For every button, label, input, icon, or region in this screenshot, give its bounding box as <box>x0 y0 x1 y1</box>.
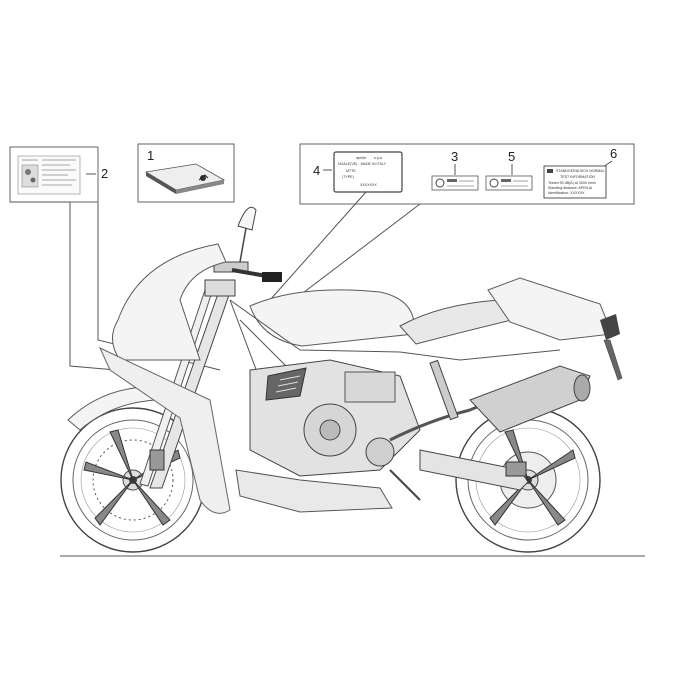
fuel-tank <box>249 289 415 347</box>
plate-model: MTTE <box>346 169 356 173</box>
plate-company: s.p.a. <box>374 156 383 160</box>
callout-3: 3 <box>451 149 458 164</box>
label-warn-line1: TEST INFORMATION <box>560 175 595 179</box>
part-2-group: 2 <box>9 146 108 203</box>
footpeg <box>389 469 421 501</box>
callout-5: 5 <box>508 149 515 164</box>
front-brake-caliper <box>149 449 165 471</box>
tail-light <box>600 314 620 340</box>
swingarm <box>419 449 529 491</box>
plate-made-in: NOALE(VE) - MADE IN ITALY <box>338 162 387 166</box>
fairing-side <box>98 346 231 514</box>
part-3-label <box>431 175 479 191</box>
leader-plate-to-frame <box>269 191 367 301</box>
exhaust <box>389 365 591 442</box>
label-warn-line3: Standing distance: APRILIA <box>548 186 593 190</box>
lower-fairing <box>235 469 393 513</box>
parts-3-6-group: 4 aprilia s.p.a. NOALE(VE) - MADE IN ITA… <box>299 143 635 205</box>
part-5-label <box>485 175 533 191</box>
handlebar-mirror <box>231 206 282 282</box>
tail-section <box>487 277 613 341</box>
callout-2: 2 <box>101 166 108 181</box>
label-warn-line2: Tested 90 dB(A) at 3000 r/min <box>548 181 596 185</box>
motorcycle-drawing <box>60 206 623 553</box>
license-bracket <box>603 339 623 381</box>
rear-shock <box>429 359 459 421</box>
plate-serial: XXXXXXX <box>360 183 377 187</box>
front-fairing <box>112 243 227 361</box>
leader-box2-to-bike <box>10 201 141 373</box>
owners-manual-drawing <box>144 163 226 194</box>
part-6-noise-label: STANDGERÄUSCH NORMAL TEST INFORMATION Te… <box>543 165 607 199</box>
callout-1: 1 <box>147 148 154 163</box>
label-warn-line4: Identification: XXXXXX <box>548 191 585 195</box>
rear-brake-caliper <box>505 461 527 477</box>
part-1-group: 1 <box>137 143 235 203</box>
part-4-id-plate: aprilia s.p.a. NOALE(VE) - MADE IN ITALY… <box>333 151 403 193</box>
engine <box>249 359 421 477</box>
label-warn-title: STANDGERÄUSCH NORMAL <box>556 169 605 173</box>
plate-type: (TYPE) <box>342 175 354 179</box>
plate-brand: aprilia <box>356 156 366 160</box>
callout-4: 4 <box>313 163 320 178</box>
part-2-decal-drawing <box>21 159 76 188</box>
callout-6: 6 <box>610 146 617 161</box>
